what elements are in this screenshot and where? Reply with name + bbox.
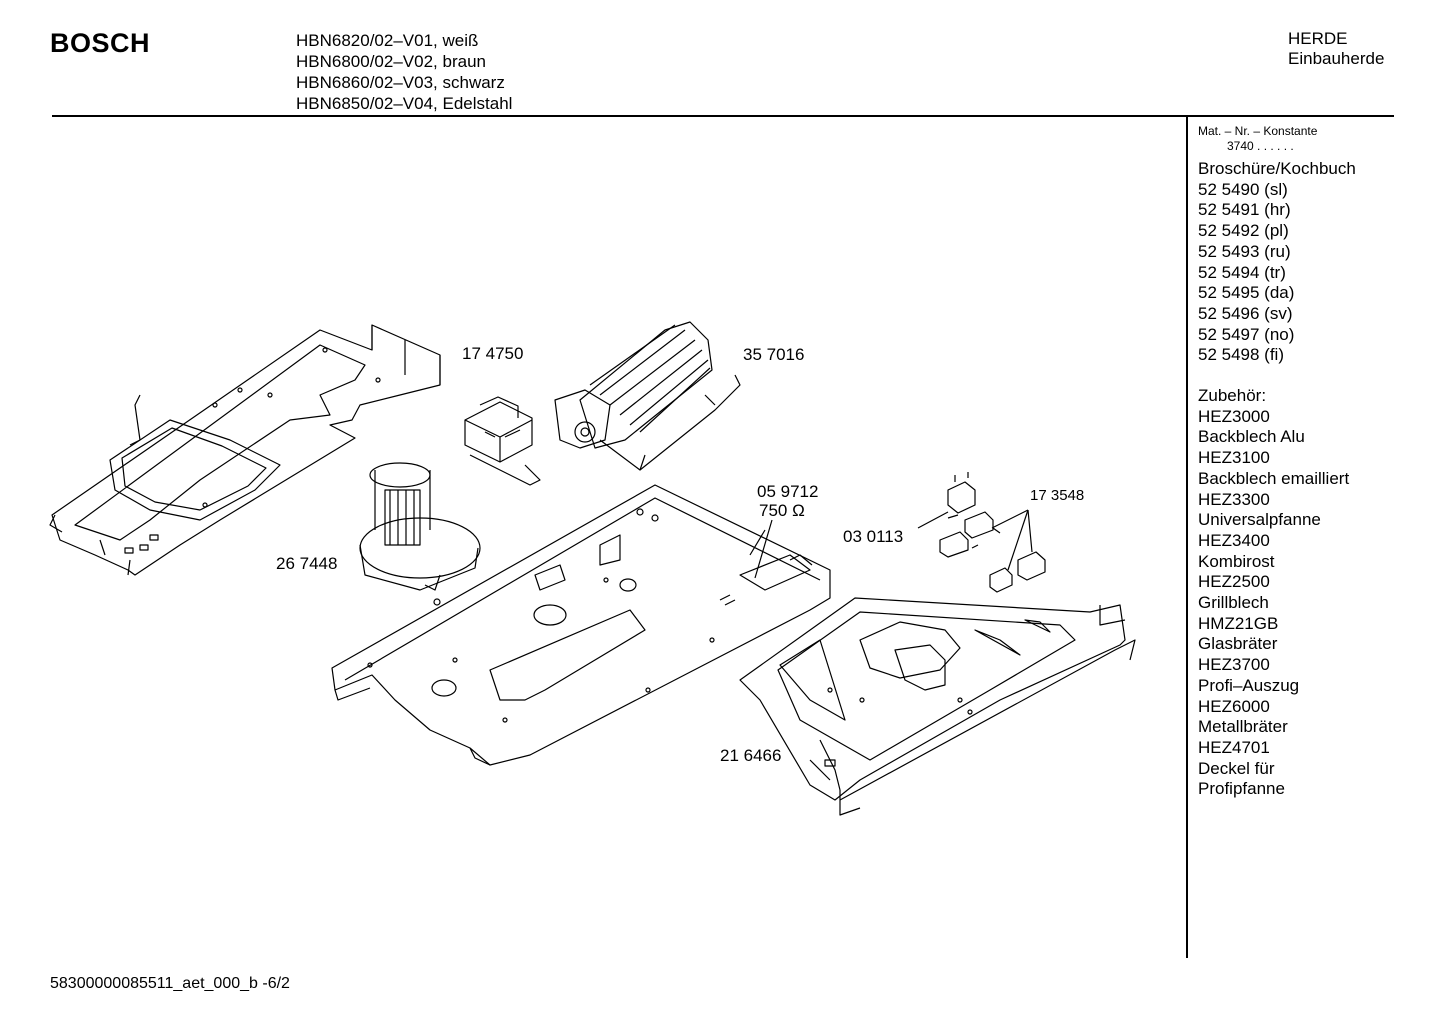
lower-frame-part bbox=[740, 598, 1135, 815]
part-number-label: 21 6466 bbox=[720, 746, 782, 765]
brochure-item: 52 5496 (sv) bbox=[1198, 303, 1293, 323]
header-divider bbox=[52, 115, 1394, 117]
document-id: 58300000085511_aet_000_b -6/2 bbox=[50, 975, 290, 992]
model-item: HBN6820/02–V01, weiß bbox=[296, 31, 479, 50]
accessory-item: Grillblech bbox=[1198, 593, 1269, 613]
accessory-item: HEZ3400 bbox=[1198, 530, 1270, 550]
accessory-item: HEZ6000 bbox=[1198, 696, 1270, 716]
accessory-item: Universalpfanne bbox=[1198, 510, 1321, 530]
frame-bracket-part bbox=[50, 325, 440, 575]
subcategory-title: Einbauherde bbox=[1288, 49, 1385, 68]
part-number-label: 03 0113 bbox=[843, 527, 904, 546]
model-item: HBN6800/02–V02, braun bbox=[296, 52, 486, 71]
accessory-item: HEZ3300 bbox=[1198, 489, 1270, 509]
accessory-item: Glasbräter bbox=[1198, 634, 1278, 654]
accessory-item: HEZ3100 bbox=[1198, 448, 1270, 468]
model-list: HBN6820/02–V01, weiß HBN6800/02–V02, bra… bbox=[296, 30, 512, 114]
brochure-title: Broschüre/Kochbuch bbox=[1198, 159, 1356, 178]
brand-logo: BOSCH bbox=[50, 28, 151, 58]
accessory-item: HEZ3700 bbox=[1198, 655, 1270, 675]
sidebar: Mat. – Nr. – Konstante 3740 . . . . . . … bbox=[1198, 124, 1356, 800]
exploded-view-drawing bbox=[0, 0, 1180, 960]
part-number-label: 17 3548 bbox=[1030, 487, 1085, 504]
brochure-item: 52 5494 (tr) bbox=[1198, 262, 1286, 282]
brochure-item: 52 5493 (ru) bbox=[1198, 241, 1291, 261]
tangential-fan-part bbox=[555, 322, 740, 470]
category-block: HERDE Einbauherde bbox=[1288, 29, 1384, 69]
accessory-item: Backblech Alu bbox=[1198, 427, 1305, 447]
part-value-label: 750 Ω bbox=[759, 501, 805, 520]
brochure-item: 52 5491 (hr) bbox=[1198, 200, 1291, 220]
brochure-item: 52 5498 (fi) bbox=[1198, 345, 1284, 365]
mat-value: 3740 . . . . . . bbox=[1227, 139, 1294, 153]
brochure-item: 52 5495 (da) bbox=[1198, 283, 1295, 303]
switch-set-part bbox=[940, 472, 1045, 592]
brochure-item: 52 5492 (pl) bbox=[1198, 221, 1289, 241]
accessory-item: Deckel für bbox=[1198, 758, 1275, 778]
accessory-item: Metallbräter bbox=[1198, 717, 1288, 737]
model-item: HBN6860/02–V03, schwarz bbox=[296, 73, 505, 92]
brochure-item: 52 5490 (sl) bbox=[1198, 179, 1288, 199]
accessory-item: Kombirost bbox=[1198, 551, 1275, 571]
part-number-label: 35 7016 bbox=[743, 345, 805, 364]
accessory-item: Backblech emailliert bbox=[1198, 468, 1350, 488]
accessories-title: Zubehör: bbox=[1198, 386, 1267, 406]
brochure-item: 52 5497 (no) bbox=[1198, 324, 1295, 344]
transformer-part bbox=[465, 397, 540, 485]
part-number-label: 17 4750 bbox=[462, 344, 524, 363]
spacer bbox=[1198, 366, 1356, 386]
accessory-item: HEZ2500 bbox=[1198, 572, 1270, 592]
accessory-item: HMZ21GB bbox=[1198, 613, 1279, 633]
part-number-label: 26 7448 bbox=[276, 554, 338, 573]
accessory-item: HEZ4701 bbox=[1198, 737, 1270, 757]
sidebar-divider bbox=[1186, 117, 1188, 958]
blower-motor-part bbox=[360, 463, 480, 605]
accessory-item: HEZ3000 bbox=[1198, 406, 1270, 426]
accessory-item: Profipfanne bbox=[1198, 779, 1285, 799]
mat-label: Mat. – Nr. – Konstante bbox=[1198, 124, 1318, 138]
base-plate-part bbox=[332, 485, 830, 765]
leader-lines bbox=[755, 510, 1032, 578]
part-number-label: 05 9712 bbox=[757, 482, 819, 501]
accessory-item: Profi–Auszug bbox=[1198, 675, 1300, 695]
category-title: HERDE bbox=[1288, 29, 1348, 48]
model-item: HBN6850/02–V04, Edelstahl bbox=[296, 94, 513, 113]
